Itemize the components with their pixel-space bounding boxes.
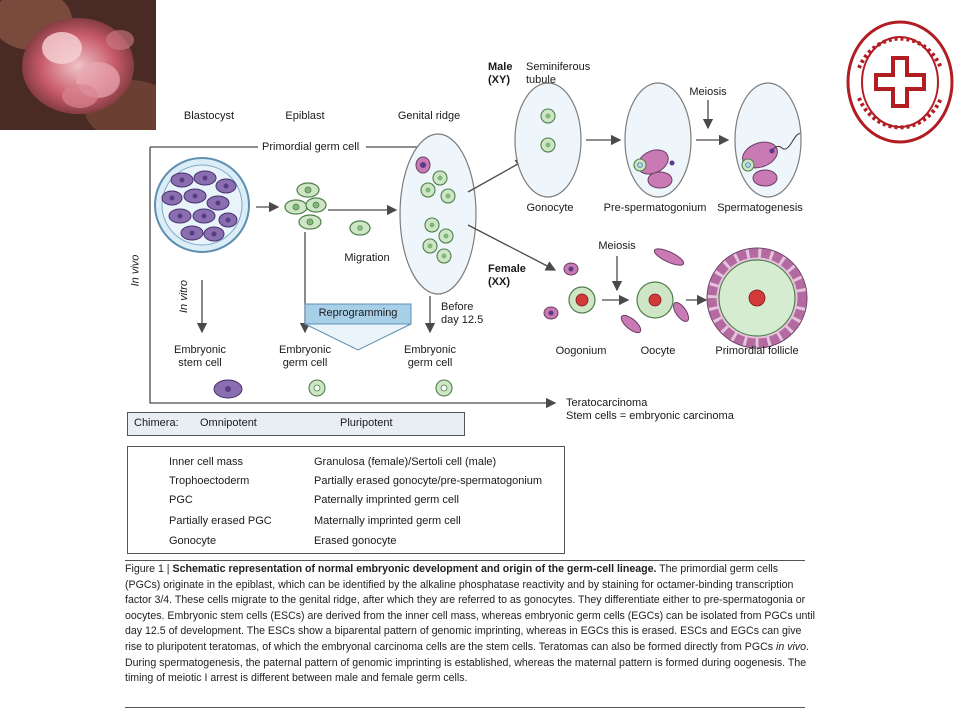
label-in-vivo: In vivo [129, 254, 142, 287]
label-in-vitro: In vitro [178, 279, 191, 314]
label-tubule: tubule [526, 74, 556, 86]
esc-icon [213, 379, 243, 399]
oogonium-cells [543, 262, 596, 320]
label-female-meiosis: Meiosis [598, 240, 636, 252]
migrating-pgc [349, 220, 371, 236]
label-xy: (XY) [488, 74, 510, 86]
primordial-follicle [706, 247, 808, 349]
label-oocyte: Oocyte [640, 345, 676, 357]
label-spermatogenesis: Spermatogenesis [717, 202, 803, 214]
label-chimera: Chimera: [134, 417, 179, 429]
caption-figure-label: Figure 1 | [125, 563, 173, 575]
legend-trophoectoderm: Trophoectoderm [169, 475, 250, 487]
label-omnipotent: Omnipotent [200, 417, 257, 429]
caption-top-rule [125, 560, 805, 561]
label-xx: (XX) [488, 276, 510, 288]
caption-bottom-rule [125, 707, 805, 708]
seminiferous-tubule-spermatogenesis [734, 82, 802, 198]
label-male: Male [488, 61, 513, 73]
label-reprogramming: Reprogramming [318, 307, 398, 319]
cancer-cell-micrograph [0, 0, 156, 130]
caption-body-2: . During spermatogenesis, the paternal p… [125, 640, 809, 685]
label-epiblast: Epiblast [285, 110, 325, 122]
label-seminiferous: Seminiferous [526, 61, 591, 73]
hospital-seal-logo [846, 20, 954, 144]
label-egc1-line1: Embryonic [279, 344, 331, 356]
label-esc-line1: Embryonic [174, 344, 226, 356]
legend-pgc: PGC [169, 494, 193, 506]
chimera-bar [127, 412, 465, 436]
legend-box [127, 446, 565, 554]
blastocyst-cell [154, 157, 250, 253]
label-egc2-line2: germ cell [407, 357, 453, 369]
seminiferous-tubule-pre-spermatogonium [624, 82, 692, 198]
reprogramming-triangle [304, 303, 412, 351]
label-oogonium: Oogonium [555, 345, 607, 357]
label-pre-spermatogonium: Pre-spermatogonium [603, 202, 707, 214]
oocyte-cell [620, 248, 690, 334]
label-pluripotent: Pluripotent [340, 417, 393, 429]
genital-ridge-oval [399, 133, 477, 295]
label-genital-ridge: Genital ridge [397, 110, 461, 122]
legend-maternally-imprinted: Maternally imprinted germ cell [314, 515, 461, 527]
label-teratocarcinoma: Teratocarcinoma [566, 397, 648, 409]
legend-inner-cell-mass: Inner cell mass [169, 456, 243, 468]
label-male-meiosis: Meiosis [689, 86, 727, 98]
label-migration: Migration [344, 252, 390, 264]
caption-title: Schematic representation of normal embry… [172, 563, 657, 575]
label-egc2-line1: Embryonic [404, 344, 456, 356]
legend-granulosa: Granulosa (female)/Sertoli cell (male) [314, 456, 497, 468]
label-before: Before [441, 301, 474, 313]
label-primordial-follicle: Primordial follicle [715, 345, 799, 357]
label-primordial-germ-cell: Primordial germ cell [262, 141, 360, 153]
caption-body-1: The primordial germ cells (PGCs) origina… [125, 563, 816, 653]
seminiferous-tubule-gonocyte [514, 82, 582, 198]
label-day-12-5: day 12.5 [441, 314, 484, 326]
label-gonocyte: Gonocyte [526, 202, 574, 214]
label-egc1-line2: germ cell [282, 357, 328, 369]
label-female: Female [488, 263, 526, 275]
legend-gonocyte: Gonocyte [169, 535, 217, 547]
egc-icon-left [308, 379, 326, 397]
label-stem-cells-embryonic-carcinoma: Stem cells = embryonic carcinoma [566, 410, 734, 422]
label-blastocyst: Blastocyst [183, 110, 235, 122]
legend-paternally-imprinted: Paternally imprinted germ cell [314, 494, 459, 506]
figure-caption: Figure 1 | Schematic representation of n… [125, 562, 815, 687]
egc-icon-right [435, 379, 453, 397]
label-esc-line2: stem cell [178, 357, 222, 369]
legend-partially-erased-gonocyte: Partially erased gonocyte/pre-spermatogo… [314, 475, 543, 487]
legend-erased-gonocyte: Erased gonocyte [314, 535, 397, 547]
legend-partially-erased-pgc: Partially erased PGC [169, 515, 272, 527]
caption-in-vivo: in vivo [776, 640, 807, 653]
